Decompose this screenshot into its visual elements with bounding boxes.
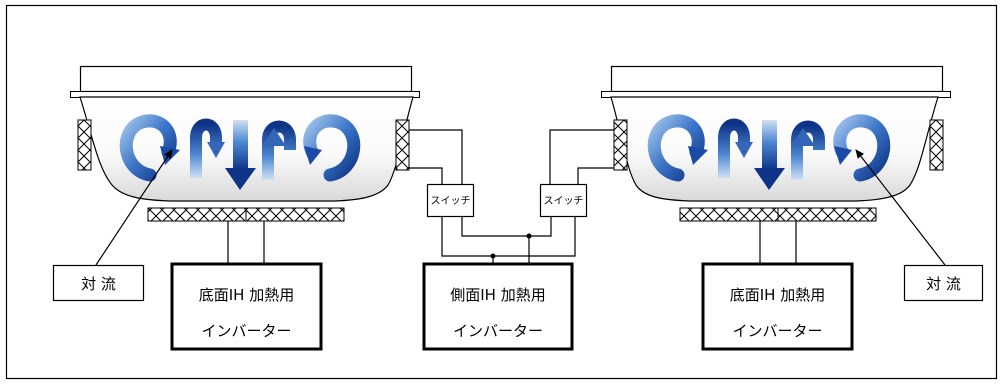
right-down-arrow xyxy=(762,120,777,170)
convection-pointer-left xyxy=(95,149,173,266)
inverter-bottom-left: 底面IH 加熱用 インバーター xyxy=(170,262,323,351)
wire-left-side-bottom xyxy=(409,167,443,184)
inverter-bottom-left-line2: インバーター xyxy=(201,322,291,340)
inverter-bottom-right-line1: 底面IH 加熱用 xyxy=(730,286,825,304)
inverter-side-line1: 側面IH 加熱用 xyxy=(450,286,545,304)
switch-left-label: スイッチ xyxy=(431,195,471,207)
left-pot-lid xyxy=(79,65,413,93)
left-swirl-arrow-1 xyxy=(119,114,177,182)
right-pot-side-coil-left xyxy=(613,119,628,171)
outer-frame xyxy=(5,4,998,380)
wire-left-side-top xyxy=(409,129,463,184)
switch-right: スイッチ xyxy=(539,183,588,218)
right-swirl-arrow-1 xyxy=(647,114,705,182)
convection-label-left: 対 流 xyxy=(52,264,145,302)
right-swirl-arrow-2 xyxy=(833,114,891,182)
right-pot-lid xyxy=(610,65,944,93)
wire-right-side-bottom xyxy=(577,167,614,184)
junction-dot-1 xyxy=(490,253,496,259)
inverter-side: 側面IH 加熱用 インバーター xyxy=(422,262,574,351)
convection-label-right: 対 流 xyxy=(903,264,984,302)
inverter-bottom-right: 底面IH 加熱用 インバーター xyxy=(701,262,854,351)
wire-switch-bus-outer xyxy=(441,216,576,257)
switch-right-label: スイッチ xyxy=(544,195,584,207)
left-up-arrow-1 xyxy=(190,118,222,178)
right-convection-arrows xyxy=(647,114,891,190)
left-pot xyxy=(70,65,420,222)
right-up-arrow-1 xyxy=(718,118,750,178)
wire-switch-bus-inner xyxy=(461,216,552,237)
wiring xyxy=(227,129,797,264)
left-down-arrow xyxy=(233,120,248,170)
left-swirl-arrow-2 xyxy=(303,114,361,182)
inverter-bottom-left-line1: 底面IH 加熱用 xyxy=(199,286,294,304)
junction-dot-2 xyxy=(526,233,532,239)
right-pot xyxy=(601,65,951,222)
convection-pointer-right xyxy=(855,149,946,266)
inverter-side-line2: インバーター xyxy=(453,322,543,340)
inverter-bottom-right-line2: インバーター xyxy=(732,322,822,340)
convection-label-left-text: 対 流 xyxy=(81,275,116,293)
switch-left: スイッチ xyxy=(426,183,475,218)
wire-right-side-top xyxy=(549,129,614,184)
left-pot-side-coil-right xyxy=(395,119,410,171)
left-pot-side-coil-left xyxy=(77,119,92,171)
convection-label-right-text: 対 流 xyxy=(926,275,961,293)
right-pot-side-coil-right xyxy=(929,119,944,171)
